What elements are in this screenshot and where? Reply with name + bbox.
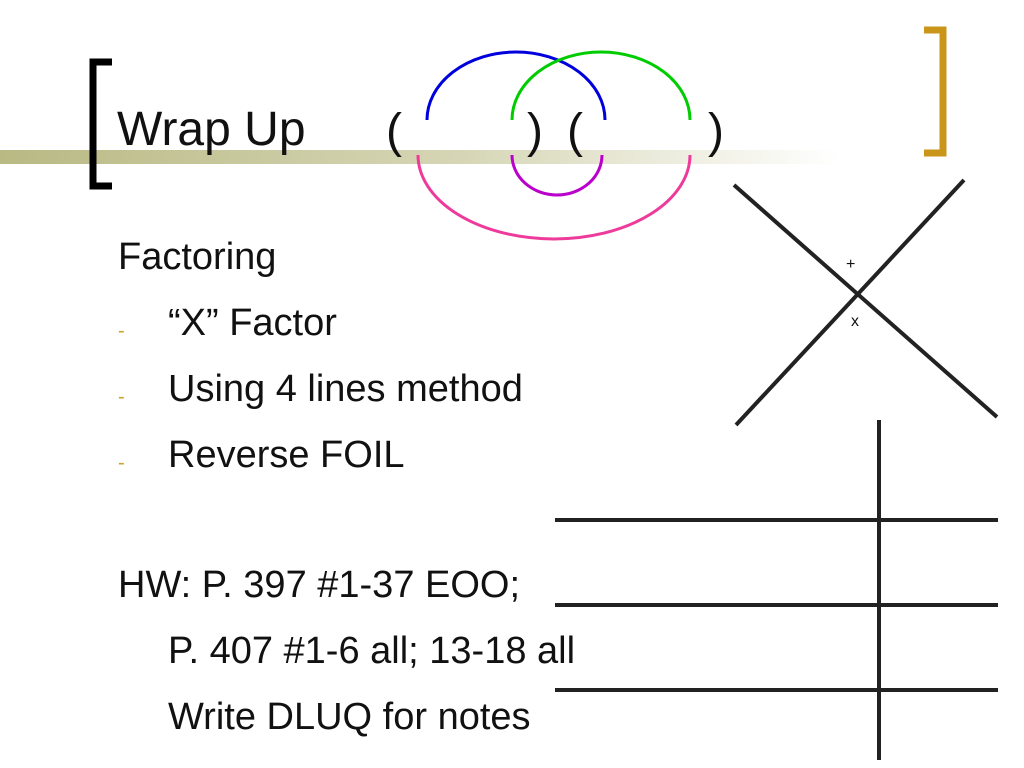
paren-close-1: ): [527, 105, 543, 158]
paren-open-1: (: [386, 105, 402, 158]
bullet-marker-3: -: [118, 452, 125, 474]
bullet-x-factor: “X” Factor: [168, 302, 337, 344]
title-bar: [0, 150, 840, 164]
arc-magenta: [510, 154, 604, 197]
paren-close-2: ): [708, 105, 724, 158]
left-bracket-icon: [89, 58, 112, 190]
bullet-marker-1: -: [118, 320, 125, 342]
slide-title: Wrap Up: [117, 103, 306, 156]
arc-green: [510, 50, 692, 121]
arc-pink: [416, 154, 692, 241]
bullet-marker-2: -: [118, 386, 125, 408]
x-diagram-plus-label: +: [846, 256, 856, 273]
homework-line-2: P. 407 #1-6 all; 13-18 all: [168, 630, 576, 672]
arc-blue: [425, 50, 607, 121]
x-diagram-line-1: [732, 183, 999, 419]
bullet-four-lines: Using 4 lines method: [168, 368, 523, 410]
paren-open-2: (: [567, 105, 583, 158]
bullet-reverse-foil: Reverse FOIL: [168, 434, 405, 476]
homework-line-1: HW: P. 397 #1-37 EOO;: [118, 564, 521, 606]
heading-factoring: Factoring: [118, 236, 277, 278]
x-diagram-times-label: x: [851, 313, 859, 330]
right-bracket-icon: [924, 26, 947, 157]
homework-line-3: Write DLUQ for notes: [168, 696, 531, 738]
x-diagram-line-2: [734, 178, 966, 427]
